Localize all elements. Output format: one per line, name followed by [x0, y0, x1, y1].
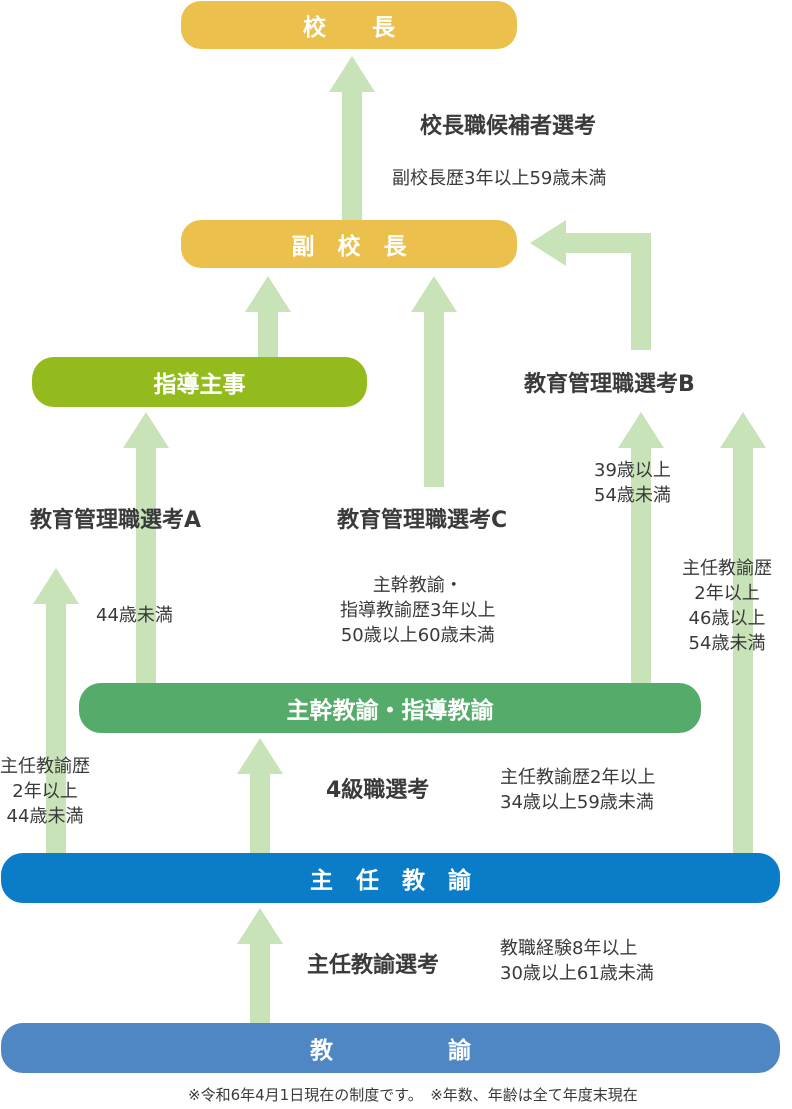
arrow-senior-to-admin-b — [618, 412, 664, 683]
admin-b-condition-left: 39歳以上 54歳未満 — [594, 460, 671, 506]
vice-principal-box: 副 校 長 — [181, 220, 517, 268]
arrow-chief-to-senior — [237, 738, 283, 853]
senior-teacher-label: 主幹教諭・指導教諭 — [286, 698, 494, 724]
grade4-exam-condition: 主任教諭歴2年以上 34歳以上59歳未満 — [500, 767, 656, 813]
chief-teacher-exam-title: 主任教諭選考 — [307, 953, 440, 978]
principal-box: 校 長 — [181, 1, 517, 49]
arrow-guidance-to-vp — [245, 276, 291, 357]
arrow-admin-b-to-vp — [530, 220, 651, 350]
arrow-teacher-to-chief — [237, 908, 283, 1023]
direct-a-condition: 主任教諭歴 2年以上 44歳未満 — [0, 756, 90, 827]
guidance-chief-label: 指導主事 — [153, 372, 246, 398]
arrow-admin-a-to-guidance — [123, 412, 169, 683]
admin-b-title: 教育管理職選考B — [524, 372, 695, 397]
footnote: ※令和6年4月1日現在の制度です。 ※年数、年齢は全て年度末現在 — [188, 1086, 638, 1104]
chief-teacher-label: 主 任 教 諭 — [310, 868, 471, 894]
arrow-admin-c-to-vp — [411, 276, 457, 487]
senior-teacher-box: 主幹教諭・指導教諭 — [79, 683, 701, 733]
teacher-box: 教 諭 — [1, 1023, 780, 1073]
principal-label: 校 長 — [303, 15, 395, 41]
admin-c-condition: 主幹教諭・ 指導教諭歴3年以上 50歳以上60歳未満 — [340, 575, 496, 646]
admin-b-condition-right: 主任教諭歴 2年以上 46歳以上 54歳未満 — [682, 558, 772, 654]
principal-exam-condition: 副校長歴3年以上59歳未満 — [392, 168, 607, 189]
arrow-chief-to-admin-b — [720, 412, 766, 853]
arrow-vp-to-principal — [329, 56, 375, 220]
chief-teacher-box: 主 任 教 諭 — [1, 853, 780, 903]
arrow-chief-to-admin-a — [33, 568, 79, 853]
grade4-exam-title: 4級職選考 — [326, 778, 430, 803]
admin-c-title: 教育管理職選考C — [337, 508, 508, 533]
principal-exam-title: 校長職候補者選考 — [420, 114, 597, 139]
chief-teacher-exam-condition: 教職経験8年以上 30歳以上61歳未満 — [500, 938, 654, 984]
vice-principal-label: 副 校 長 — [291, 234, 407, 260]
guidance-chief-box: 指導主事 — [32, 357, 367, 407]
admin-a-title: 教育管理職選考A — [30, 508, 202, 533]
teacher-label: 教 諭 — [310, 1038, 471, 1064]
admin-a-condition: 44歳未満 — [96, 605, 173, 626]
